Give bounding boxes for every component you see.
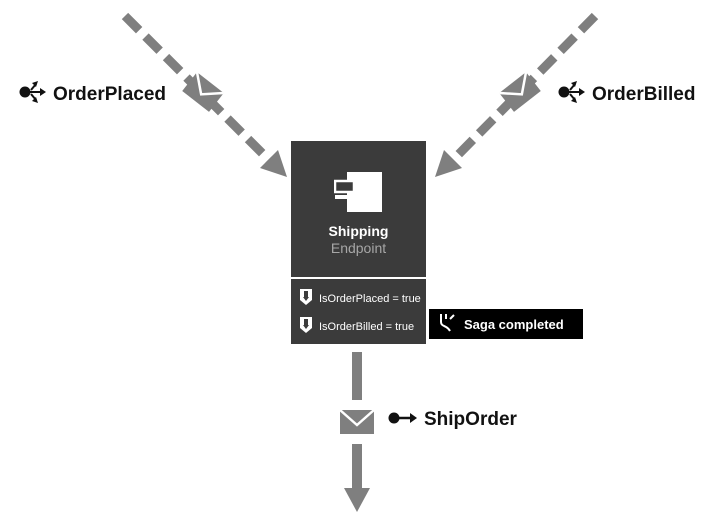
- saga-data-icon: [299, 316, 313, 337]
- saga-data-icon: [299, 288, 313, 309]
- ship-order-envelope-icon: [339, 409, 375, 434]
- endpoint-type: Endpoint: [330, 240, 387, 256]
- saga-state-row: IsOrderBilled = true: [299, 316, 414, 337]
- publish-event-icon: [558, 80, 586, 110]
- send-command-icon: [388, 409, 418, 431]
- component-icon: [333, 171, 384, 218]
- saga-state-panel: IsOrderPlaced = true IsOrderBilled = tru…: [291, 279, 426, 344]
- saga-state-is-order-billed: IsOrderBilled = true: [319, 320, 415, 333]
- publish-event-icon: [19, 80, 47, 110]
- order-placed-text: OrderPlaced: [53, 84, 166, 105]
- order-billed-label: OrderBilled: [558, 80, 695, 110]
- saga-completed-badge: Saga completed: [429, 309, 583, 339]
- order-billed-text: OrderBilled: [592, 84, 696, 105]
- saga-state-is-order-placed: IsOrderPlaced = true: [319, 292, 421, 305]
- shipping-endpoint: Shipping Endpoint: [291, 141, 426, 277]
- endpoint-name: Shipping: [328, 223, 389, 239]
- ship-order-label: ShipOrder: [388, 409, 517, 431]
- order-placed-label: OrderPlaced: [19, 80, 166, 110]
- saga-state-row: IsOrderPlaced = true: [299, 288, 421, 309]
- ship-order-arrow: [344, 352, 370, 512]
- saga-completed-text: Saga completed: [464, 316, 564, 332]
- saga-completed-icon: [438, 313, 456, 336]
- ship-order-text: ShipOrder: [424, 409, 517, 430]
